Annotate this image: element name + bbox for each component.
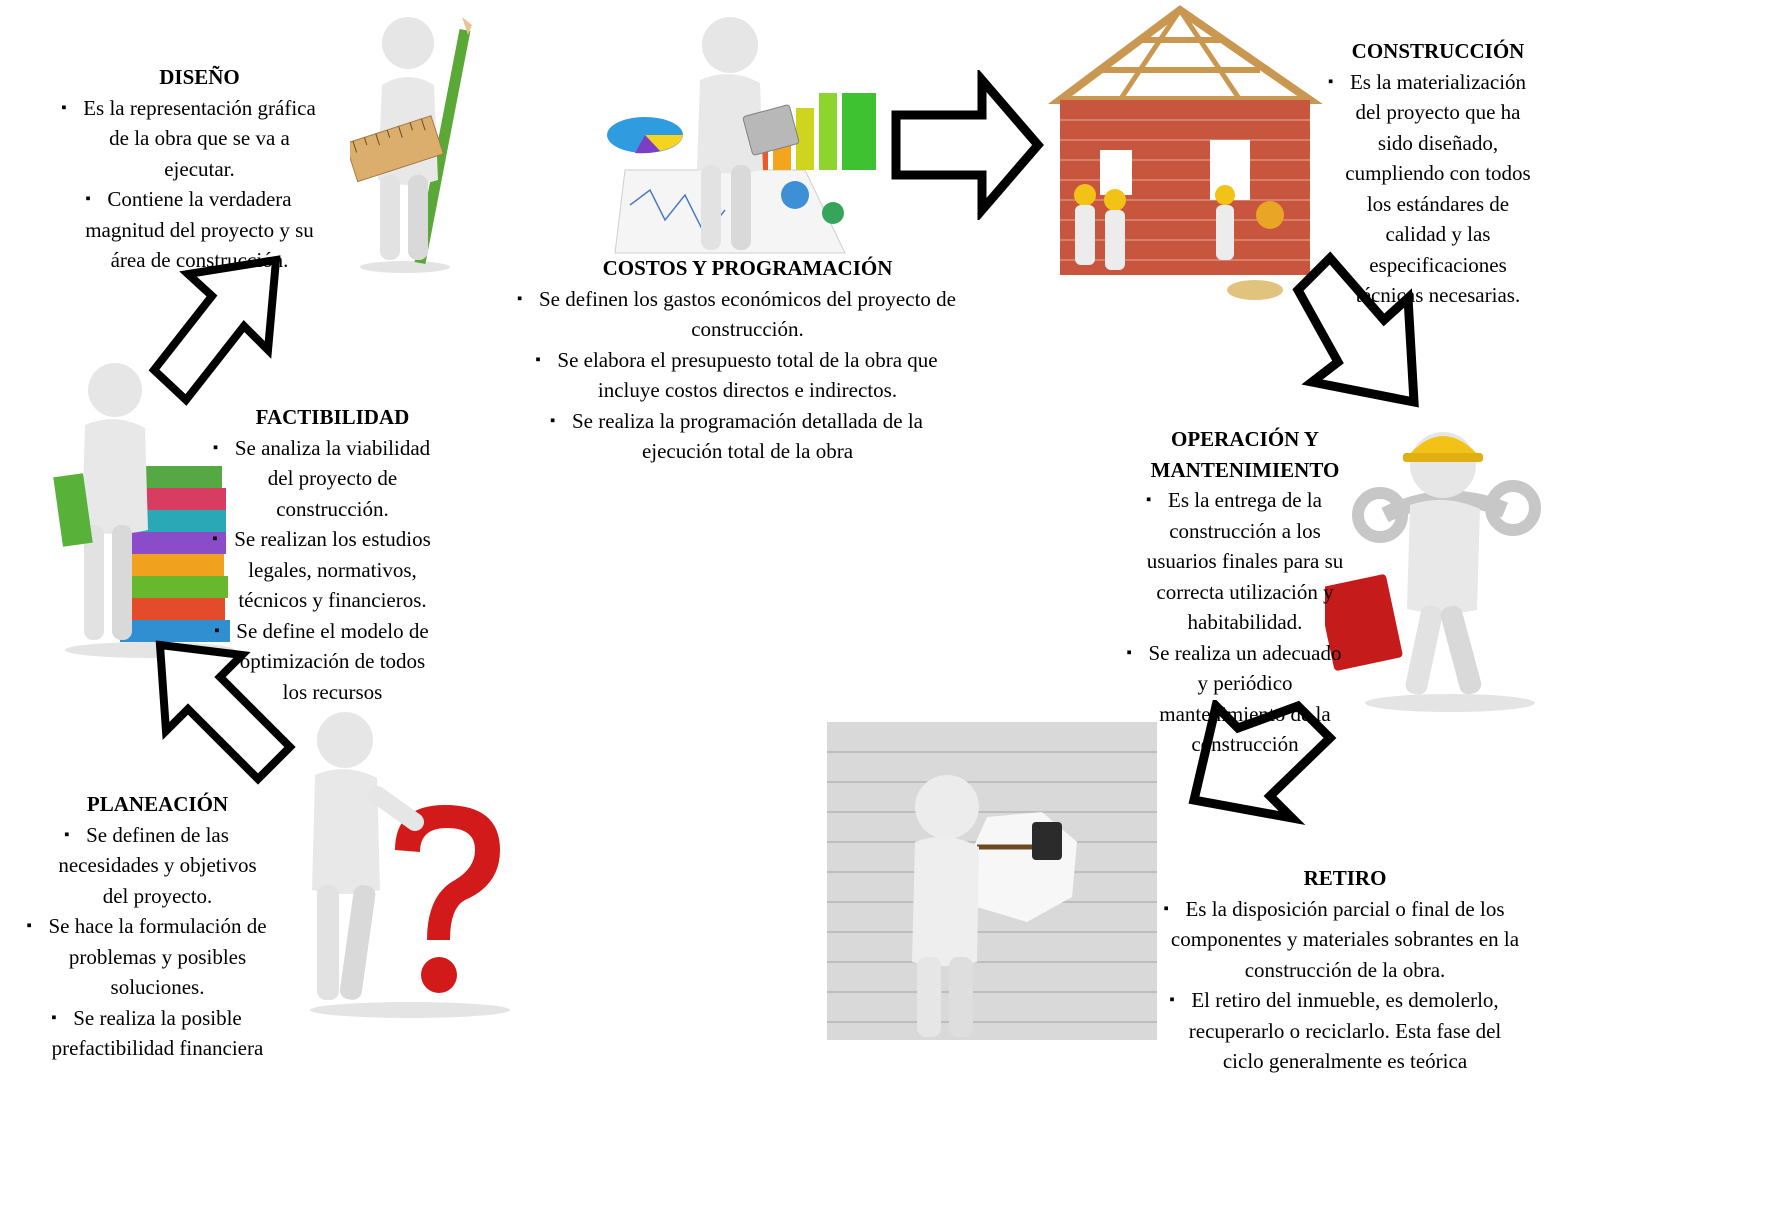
retirement-illustration (827, 722, 1157, 1040)
stage-planning: PLANEACIÓN Se definen de las necesidades… (26, 789, 270, 1064)
stage-feasibility-item: Se realizan los estudios legales, normat… (212, 524, 440, 616)
stage-costs-item: Se realiza la programación detallada de … (535, 406, 960, 467)
stage-planning-item: Se realiza la posible prefactibilidad fi… (45, 1003, 270, 1064)
stage-design-title: DISEÑO (159, 65, 240, 89)
stage-design: DISEÑO Es la representación gráfica de l… (61, 62, 327, 276)
stage-feasibility-item: Se analiza la viabilidad del proyecto de… (213, 433, 440, 525)
arrow-feasibility-to-design (148, 255, 281, 406)
arrow-costs-to-construction (891, 70, 1044, 220)
stage-operation-list: Es la entrega de la construcción a los u… (1127, 485, 1345, 760)
stage-retirement-list: Es la disposición parcial o final de los… (1163, 894, 1520, 1077)
stage-design-item: Es la representación gráfica de la obra … (61, 93, 327, 185)
stage-construction-list: Es la materialización del proyecto que h… (1328, 67, 1538, 311)
stage-costs-item: Se elabora el presupuesto total de la ob… (535, 345, 960, 406)
feasibility-illustration (40, 350, 240, 660)
stage-retirement-title: RETIRO (1303, 866, 1387, 890)
stage-operation-item: Se realiza un adecuado y periódico mante… (1127, 638, 1345, 760)
stage-operation-title: OPERACIÓN Y MANTENIMIENTO (1150, 427, 1340, 482)
construction-illustration (1040, 0, 1340, 305)
stage-planning-title: PLANEACIÓN (86, 792, 229, 816)
stage-feasibility-item: Se define el modelo de optimización de t… (214, 616, 440, 708)
stage-feasibility-list: Se analiza la viabilidad del proyecto de… (212, 433, 440, 708)
stage-retirement-item: Es la disposición parcial o final de los… (1163, 894, 1520, 986)
stage-costs-title: COSTOS Y PROGRAMACIÓN (602, 256, 893, 280)
stage-design-item: Contiene la verdadera magnitud del proye… (72, 184, 327, 276)
stage-costs: COSTOS Y PROGRAMACIÓN Se definen los gas… (517, 253, 960, 467)
stage-operation: OPERACIÓN Y MANTENIMIENTO Es la entrega … (1127, 424, 1345, 760)
costs-illustration (605, 5, 885, 260)
stage-retirement-item: El retiro del inmueble, es demolerlo, re… (1169, 985, 1520, 1077)
stage-feasibility-title: FACTIBILIDAD (255, 405, 410, 429)
arrow-construction-to-operation (1292, 251, 1419, 408)
stage-design-list: Es la representación gráfica de la obra … (61, 93, 327, 276)
stage-operation-item: Es la entrega de la construcción a los u… (1145, 485, 1345, 638)
stage-planning-list: Se definen de las necesidades y objetivo… (26, 820, 270, 1064)
stage-feasibility: FACTIBILIDAD Se analiza la viabilidad de… (212, 402, 440, 708)
stage-construction: CONSTRUCCIÓN Es la materialización del p… (1328, 36, 1538, 311)
stage-planning-item: Se hace la formulación de problemas y po… (26, 911, 270, 1003)
stage-retirement: RETIRO Es la disposición parcial o final… (1163, 863, 1520, 1077)
stage-planning-item: Se definen de las necesidades y objetivo… (45, 820, 270, 912)
stage-costs-list: Se definen los gastos económicos del pro… (517, 284, 960, 467)
planning-illustration (285, 700, 535, 1020)
operation-illustration (1325, 405, 1560, 715)
stage-construction-title: CONSTRUCCIÓN (1351, 39, 1525, 63)
design-illustration (350, 5, 500, 275)
stage-construction-item: Es la materialización del proyecto que h… (1328, 67, 1538, 311)
stage-costs-item: Se definen los gastos económicos del pro… (517, 284, 960, 345)
